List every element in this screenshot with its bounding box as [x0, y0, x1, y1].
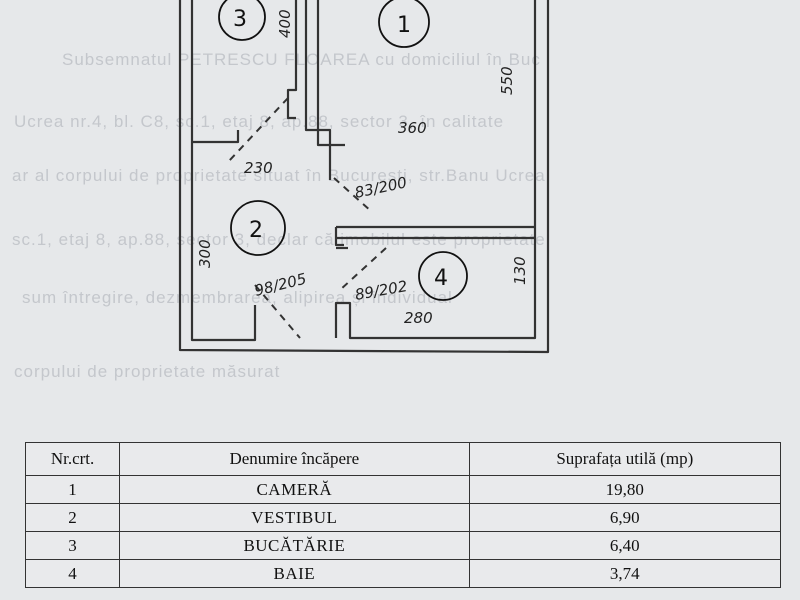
dimension-label: 300 [196, 239, 214, 268]
background-text-line: Ucrea nr.4, bl. C8, sc.1, etaj 8, ap.88,… [14, 112, 505, 131]
dimension-label: 360 [398, 119, 427, 137]
cell-nr: 1 [24, 475, 121, 504]
cell-room-name: BAIE [119, 559, 470, 588]
door-swing [333, 177, 373, 213]
cell-room-name: CAMERĂ [119, 475, 470, 504]
background-text-line: ar al corpului de proprietate situat în … [12, 166, 546, 185]
cell-area: 19,80 [468, 475, 782, 504]
column-header-room-name: Denumire încăpere [119, 442, 470, 476]
room-circle [378, 0, 430, 48]
wall-3-2 [192, 130, 240, 144]
door-swing [339, 247, 387, 291]
background-text-line: Subsemnatul PETRESCU FLOAREA cu domicili… [62, 50, 541, 69]
cell-room-name: VESTIBUL [119, 503, 470, 532]
cell-area: 3,74 [468, 559, 782, 588]
rooms-table: Nr.crt. Denumire încăpere Suprafața util… [24, 442, 782, 588]
room-circle [418, 251, 468, 301]
cell-room-name: BUCĂTĂRIE [119, 531, 470, 560]
dimension-label: 130 [511, 256, 529, 285]
table-row: 1 CAMERĂ 19,80 [24, 475, 782, 504]
room-number: 2 [249, 218, 263, 243]
dimension-label: 230 [244, 159, 273, 177]
cell-nr: 2 [24, 503, 121, 532]
dimension-label: 98/205 [253, 270, 309, 300]
inner-wall [334, 0, 537, 340]
room-number: 1 [397, 13, 411, 38]
dimension-label: 280 [404, 309, 433, 327]
column-header-area: Suprafața utilă (mp) [468, 442, 782, 476]
door-swing [254, 284, 301, 339]
dimension-label: 400 [276, 9, 294, 38]
cell-nr: 3 [24, 531, 121, 560]
dimension-label: 89/202 [354, 277, 409, 304]
background-text-line: sc.1, etaj 8, ap.88, sector 3, declar că… [12, 230, 546, 249]
cell-area: 6,40 [468, 531, 782, 560]
room-number: 3 [233, 7, 247, 32]
table-header-row: Nr.crt. Denumire încăpere Suprafața util… [24, 442, 782, 476]
inner-wall [190, 0, 257, 342]
table-row: 3 BUCĂTĂRIE 6,40 [24, 531, 782, 560]
dimension-label: 550 [498, 66, 516, 95]
door-swing [227, 97, 289, 163]
table-row: 4 BAIE 3,74 [24, 559, 782, 588]
table-row: 2 VESTIBUL 6,90 [24, 503, 782, 532]
outer-wall [178, 0, 550, 354]
room-number: 4 [434, 266, 448, 291]
wall-3-1 [316, 0, 345, 147]
cell-area: 6,90 [468, 503, 782, 532]
cell-nr: 4 [24, 559, 121, 588]
background-text-line: corpului de proprietate măsurat [14, 362, 281, 381]
room-circle [218, 0, 266, 41]
room-circle [230, 200, 286, 256]
column-header-nr: Nr.crt. [24, 442, 121, 476]
wall-3-1 [286, 0, 298, 120]
wall-1-4 [334, 227, 344, 247]
dimension-label: 83/200 [353, 173, 408, 202]
